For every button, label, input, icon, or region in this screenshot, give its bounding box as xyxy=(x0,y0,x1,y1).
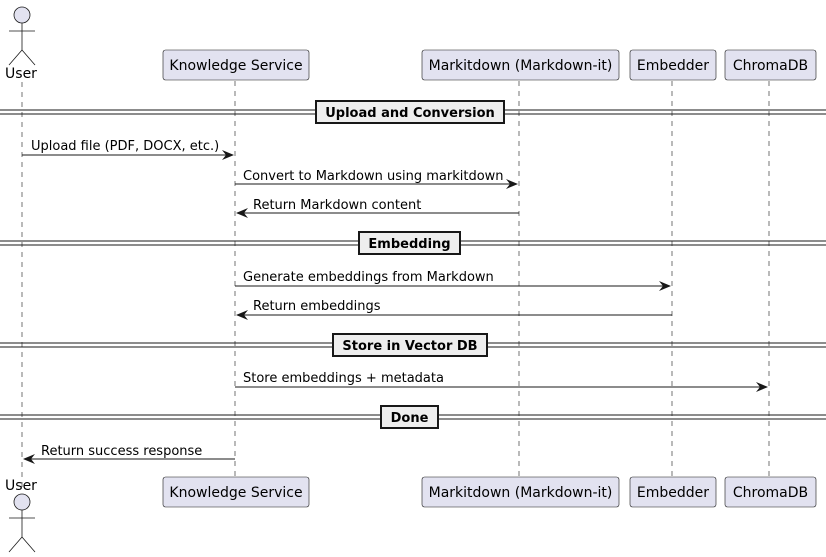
participant-chromadb-bottom: ChromaDB xyxy=(724,476,817,508)
message-return-markdown-content: Return Markdown content xyxy=(236,198,519,218)
message-generate-embeddings: Generate embeddings from Markdown xyxy=(235,270,671,291)
divider-label: Embedding xyxy=(368,237,450,252)
participant-box xyxy=(162,49,310,81)
message-label: Return Markdown content xyxy=(253,198,421,213)
participant-box xyxy=(629,49,717,81)
divider-box xyxy=(358,231,461,255)
message-store-embeddings: Store embeddings + metadata xyxy=(235,371,768,392)
participant-label-markitdown-bottom: Markitdown (Markdown-it) xyxy=(429,485,613,501)
participant-knowledge-service-bottom: Knowledge Service xyxy=(162,476,310,508)
message-label: Generate embeddings from Markdown xyxy=(243,270,494,285)
divider-box xyxy=(380,405,439,429)
message-upload-file: Upload file (PDF, DOCX, etc.) xyxy=(22,139,234,160)
participant-chromadb-top: ChromaDB xyxy=(724,49,817,81)
message-return-embeddings: Return embeddings xyxy=(236,299,672,320)
participant-markitdown-bottom: Markitdown (Markdown-it) xyxy=(421,476,620,508)
message-label: Upload file (PDF, DOCX, etc.) xyxy=(31,139,219,154)
actor-right-leg xyxy=(21,536,36,553)
message-convert-to-markdown: Convert to Markdown using markitdown xyxy=(235,169,518,189)
participant-box xyxy=(629,476,717,508)
divider-box xyxy=(315,100,505,124)
divider-label: Done xyxy=(391,411,429,426)
section-divider-store-in-vector-db: Store in Vector DB xyxy=(0,333,826,357)
message-label: Return embeddings xyxy=(253,299,381,314)
section-divider-done: Done xyxy=(0,405,826,429)
participant-label-chromadb-bottom: ChromaDB xyxy=(733,485,808,501)
message-label: Return success response xyxy=(41,444,202,459)
actor-left-leg xyxy=(8,536,23,553)
participant-label-embedder-bottom: Embedder xyxy=(637,485,709,501)
section-divider-embedding: Embedding xyxy=(0,231,826,255)
participant-markitdown-top: Markitdown (Markdown-it) xyxy=(421,49,620,81)
participant-label-knowledge-service-bottom: Knowledge Service xyxy=(169,485,302,501)
actor-user-top: User xyxy=(5,6,37,82)
actor-user-bottom: User xyxy=(5,478,37,553)
actor-head xyxy=(13,493,31,511)
message-label: Store embeddings + metadata xyxy=(243,371,444,386)
participant-label-user-top: User xyxy=(5,66,37,82)
actor-right-leg xyxy=(21,49,36,66)
participant-knowledge-service-top: Knowledge Service xyxy=(162,49,310,81)
participant-label-embedder-top: Embedder xyxy=(637,58,709,74)
participant-box xyxy=(162,476,310,508)
participant-box xyxy=(724,49,817,81)
message-return-success: Return success response xyxy=(23,444,235,464)
participant-label-user-bottom: User xyxy=(5,478,37,494)
lifelines xyxy=(21,81,770,488)
participant-label-markitdown-top: Markitdown (Markdown-it) xyxy=(429,58,613,74)
participant-label-knowledge-service-top: Knowledge Service xyxy=(169,58,302,74)
divider-label: Upload and Conversion xyxy=(325,106,495,121)
actor-left-leg xyxy=(8,49,23,66)
participant-box xyxy=(421,49,620,81)
actor-head xyxy=(13,6,31,24)
participant-label-chromadb-top: ChromaDB xyxy=(733,58,808,74)
section-divider-upload-and-conversion: Upload and Conversion xyxy=(0,100,826,124)
divider-box xyxy=(332,333,488,357)
participant-embedder-top: Embedder xyxy=(629,49,717,81)
participant-embedder-bottom: Embedder xyxy=(629,476,717,508)
message-label: Convert to Markdown using markitdown xyxy=(243,169,504,184)
participant-box xyxy=(421,476,620,508)
participant-box xyxy=(724,476,817,508)
divider-label: Store in Vector DB xyxy=(342,339,477,354)
